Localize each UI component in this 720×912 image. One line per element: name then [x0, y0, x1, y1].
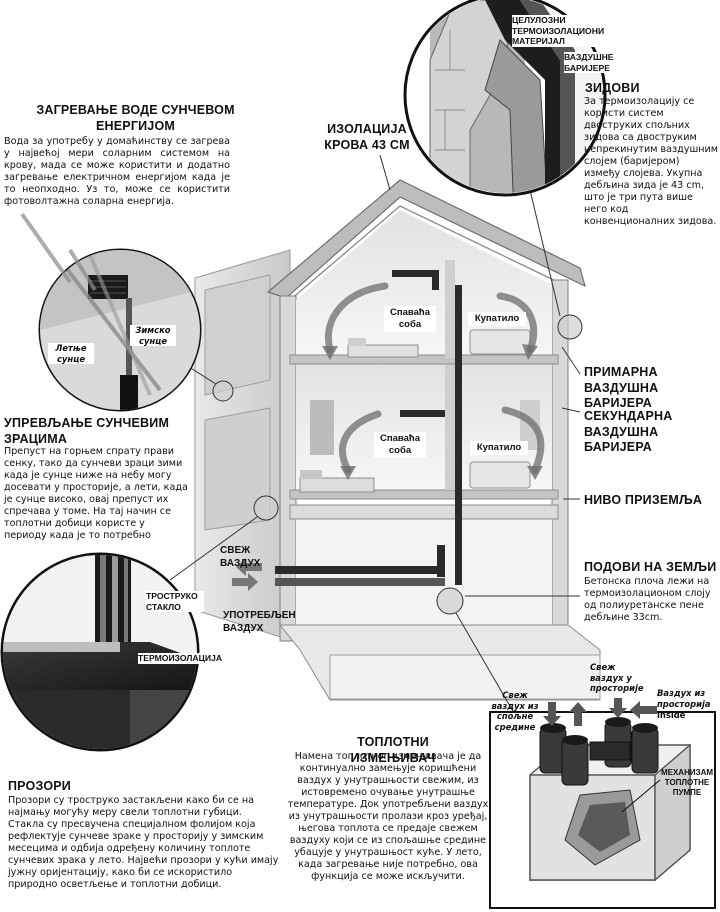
solar-water-text: Вода за употребу у домаћинству се загрев…	[4, 136, 230, 207]
floors-title: ПОДОВИ НА ЗЕМЉИ	[584, 560, 717, 574]
air-barrier-label: ВАЗДУШНЕ БАРИЈЕРЕ	[564, 52, 624, 74]
walls-title: ЗИДОВИ	[585, 81, 640, 95]
heat-exchanger-inset	[489, 698, 716, 909]
winter-sun-label: Зимско сунце	[130, 325, 176, 346]
air-from-rooms-label: Ваздух из просторија	[657, 688, 711, 709]
summer-sun-label: Летње сунце	[48, 343, 94, 364]
insulation-label: ТЕРМОИЗОЛАЦИЈА	[138, 653, 230, 664]
used-air-label: УПОТРЕБЉЕН ВАЗДУХ	[223, 610, 296, 634]
heat-exchanger-title: ТОПЛОТНИ ИЗМЕЊИВАЧ	[350, 735, 436, 765]
sun-control-title: УПРЕВЉАЊЕ СУНЧЕВИМ ЗРАЦИМА	[4, 416, 170, 446]
room-bedroom-bottom: Спаваћа соба	[374, 432, 426, 458]
sun-rays	[20, 212, 97, 292]
house-cutaway	[232, 179, 601, 701]
fresh-outside-label: Свеж ваздух из спољне средине	[491, 690, 539, 732]
fresh-air-label: СВЕЖ ВАЗДУХ	[220, 545, 261, 569]
callout-markers	[169, 154, 583, 721]
room-bedroom-top: Спаваћа соба	[384, 306, 436, 332]
pump-label: МЕХАНИЗАМ ТОПЛОТНЕ ПУМПЕ	[660, 768, 714, 797]
roof-insulation-label: ИЗОЛАЦИЈА КРОВА 43 cm	[324, 122, 410, 152]
room-bathroom-top: Купатило	[468, 312, 526, 326]
secondary-barrier-label: СЕКУНДАРНА ВАЗДУШНА БАРИЈЕРА	[584, 409, 673, 455]
inside-label: inside	[657, 710, 686, 720]
floors-text: Бетонска плоча лежи на термоизолационом …	[584, 576, 711, 623]
windows-title: ПРОЗОРИ	[8, 779, 71, 793]
triple-glass-label: ТРОСТРУКО СТАКЛО	[146, 591, 204, 613]
wall-detail-inset	[403, 0, 607, 197]
ground-level-label: НИВО ПРИЗЕМЉА	[584, 493, 703, 507]
cellulose-label: ЦЕЛУЛОЗНИ ТЕРМОИЗОЛАЦИОНИ МАТЕРИЈАЛ	[512, 15, 605, 48]
fresh-rooms-label: Свеж ваздух у просторије	[590, 662, 644, 693]
sun-control-text: Препуст на горњем спрату прави сенку, та…	[4, 446, 188, 541]
house-left-wing	[194, 249, 291, 641]
windows-text: Прозори су троструко застакљени како би …	[8, 795, 279, 890]
heat-exchanger-text: Намена топлотног измењивача је да контин…	[287, 751, 489, 882]
room-bathroom-bottom: Купатило	[470, 441, 528, 455]
primary-barrier-label: ПРИМАРНА ВАЗДУШНА БАРИЈЕРА	[584, 365, 659, 411]
walls-text: За термоизолацију се користи систем двос…	[584, 96, 718, 227]
solar-water-title: ЗАГРЕВАЊЕ ВОДЕ СУНЧЕВОМ ЕНЕРГИЈОМ	[36, 103, 235, 133]
